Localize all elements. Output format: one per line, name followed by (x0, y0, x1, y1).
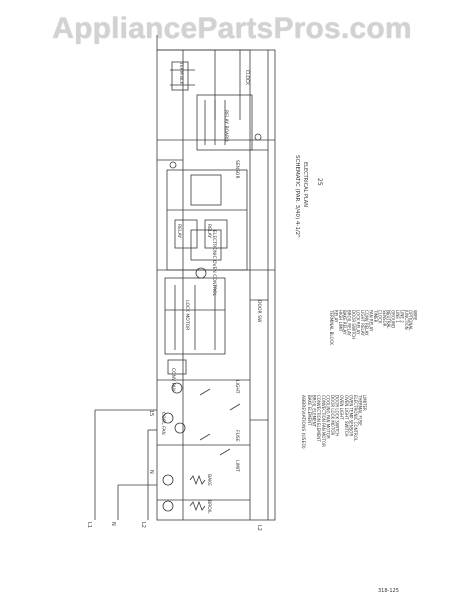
schematic-wires (94, 35, 276, 521)
label-lock-motor: LOCK MOTOR (184, 300, 190, 330)
legend-entry: SENSOR (382, 310, 387, 327)
legend-entry: NEUTRAL (386, 310, 391, 329)
legend-entry: OVEN TEMP SENSOR (348, 395, 353, 436)
legend-entry: BROIL ELEMENT (312, 395, 317, 428)
label-cool-fan: COOL FAN (160, 412, 166, 435)
title-block: SCHEMATIC (PAR. 3/40) 4-1/2" ELECTRICAL … (294, 155, 323, 238)
legend-entry: CONV RELAY (364, 310, 369, 336)
label-sensor: SENSOR (234, 160, 240, 179)
broil-element-symbol (162, 500, 174, 512)
legend-entry: BAKE RELAY (342, 310, 347, 335)
legend-entry: LINE 1 (395, 310, 400, 323)
label-fuse: FUSE (234, 430, 240, 442)
legend-entry: FAN RELAY (369, 310, 374, 332)
label-broil: BROIL (206, 500, 212, 514)
component-labels: ELECTRONIC OVEN CONTROL RELAY BOARD RELA… (160, 61, 262, 514)
legend-entry: BROIL RELAY (347, 310, 352, 336)
legend-entry: HIGH LIMIT (338, 310, 343, 333)
legend-entry: LOCK RELAY (355, 310, 360, 335)
label-term-block: TERM BLK (178, 61, 184, 86)
legend-entry: CONVECTION FAN MOTOR (321, 395, 326, 447)
label-electronic-control: ELECTRONIC OVEN CONTROL (211, 230, 217, 297)
diagram-subtitle: ELECTRICAL PLAN (302, 162, 308, 207)
terminal-bot-left: L2 (256, 525, 262, 531)
terminal-n: N (110, 522, 116, 526)
abbreviations-heading: ABBREVIATIONS (USED) (300, 395, 306, 449)
lock-assembly-block (164, 277, 226, 355)
label-door-switch: DOOR SW (256, 300, 262, 323)
legend-entry: OVEN LIGHT (339, 395, 344, 420)
label-relay-a: RELAY (176, 224, 182, 238)
legend-entry: JUNCTION (404, 309, 409, 330)
watermark: AppliancePartsPros.com (52, 12, 412, 45)
label-light: LIGHT (234, 380, 240, 394)
legend-entry: CONVECTION ELEMENT (316, 395, 321, 442)
legend-entry: OPTIONAL (408, 310, 413, 331)
electronic-control-block (166, 169, 248, 271)
legend-entry: BAKE ELEMENT (307, 395, 312, 426)
footer-mark: 318-125 (378, 588, 399, 594)
terminal-l2: L2 (140, 522, 146, 528)
legend-entry: OVEN LIGHT SWITCH (344, 395, 349, 437)
diagram-title: SCHEMATIC (PAR. 3/40) 4-1/2" (294, 155, 300, 238)
label-relay-b: RELAY (206, 224, 212, 238)
legend-entry: THERMAL FUSE (358, 394, 363, 426)
relay-board-block (196, 94, 253, 151)
legend-entry: LIGHT RELAY (360, 310, 365, 336)
legend-entry: WIRE (413, 310, 418, 321)
legend-entry: GROUND (391, 310, 396, 328)
legend-entry: RELAY (333, 310, 338, 323)
legend-entry: TIMER (373, 309, 378, 323)
legend-entry: LINE 2 (399, 310, 404, 323)
terminal-l1: L1 (86, 522, 92, 528)
terminal-top-left: 15 (148, 410, 154, 416)
legend-entry: DOOR SWITCH (351, 310, 356, 339)
legend-entry: TERMINAL BLOCK (329, 309, 334, 345)
page-number: 25 (316, 178, 323, 186)
terminal-labels: L1 N L2 15 N L2 (86, 410, 262, 531)
legend-entry: ELECTRONIC CONTROL (353, 395, 358, 442)
lock-motor-symbol (195, 267, 207, 279)
label-relay-board: RELAY BOARD (223, 110, 229, 142)
label-clock: CLOCK (244, 70, 250, 86)
label-limit: LIMIT (234, 460, 240, 472)
conv-fan-symbol (171, 382, 183, 394)
legend-entry: COOLING FAN MOTOR (325, 395, 330, 439)
bake-element-symbol (162, 474, 174, 486)
legend-entry: LIMITER (362, 395, 367, 411)
label-bake: BAKE (206, 474, 212, 486)
label-conv-fan: CONV FAN (170, 368, 176, 391)
terminal-mid-left: N (148, 470, 154, 474)
legend-entry: CLOCK (377, 310, 382, 324)
legend-entry: DOOR LOCK MOTOR (330, 395, 335, 436)
legend-entry: DOOR LOCK SWITCH (335, 395, 340, 436)
cool-fan-symbol (162, 412, 174, 424)
